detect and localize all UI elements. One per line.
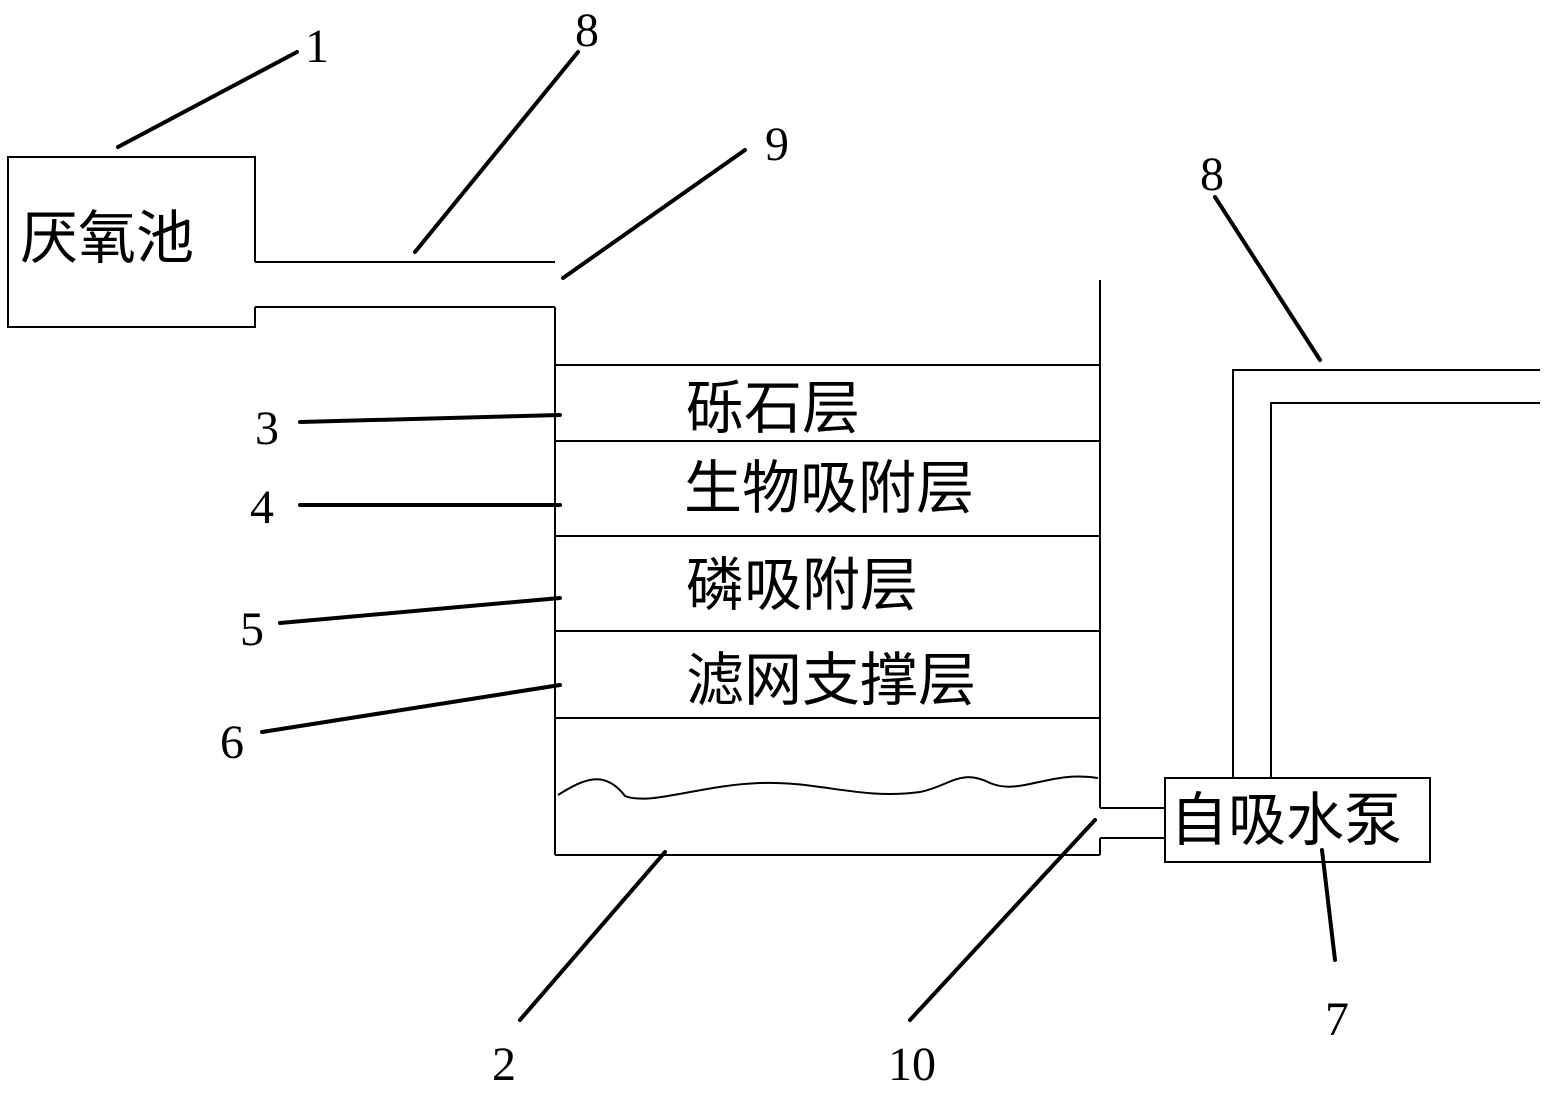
- callout-8-inlet: 8: [575, 4, 599, 57]
- discharge-pipe: [1232, 369, 1540, 778]
- callout-1: 1: [305, 20, 329, 73]
- callout-4: 4: [250, 481, 274, 534]
- self-priming-pump: 自吸水泵: [1164, 777, 1431, 863]
- callout-7: 7: [1325, 993, 1349, 1046]
- callout-2: 2: [492, 1038, 516, 1090]
- callout-6: 6: [220, 716, 244, 769]
- outlet-pipe: [1100, 807, 1165, 839]
- callout-9: 9: [765, 118, 789, 171]
- callout-5: 5: [240, 603, 264, 656]
- bio-adsorption-layer-label: 生物吸附层: [684, 454, 974, 522]
- callout-3: 3: [255, 402, 279, 455]
- pump-label: 自吸水泵: [1170, 786, 1402, 854]
- water-surface: [557, 775, 1099, 800]
- anaerobic-tank-label: 厌氧池: [20, 204, 194, 272]
- inlet-pipe: [255, 261, 555, 308]
- callout-numbers: 1 8 9 8 3 4 5 6 2 10 7: [220, 4, 1349, 1091]
- anaerobic-tank: 厌氧池: [7, 156, 256, 328]
- gravel-layer-label: 砾石层: [686, 374, 860, 442]
- screen-support-layer-label: 滤网支撑层: [686, 646, 976, 714]
- leader-lines: [116, 50, 1337, 1022]
- phosphorus-adsorption-layer-label: 磷吸附层: [686, 551, 918, 619]
- filter-column: 砾石层 生物吸附层 磷吸附层 滤网支撑层: [554, 280, 1101, 856]
- callout-10: 10: [888, 1038, 936, 1090]
- callout-8-discharge: 8: [1200, 148, 1224, 201]
